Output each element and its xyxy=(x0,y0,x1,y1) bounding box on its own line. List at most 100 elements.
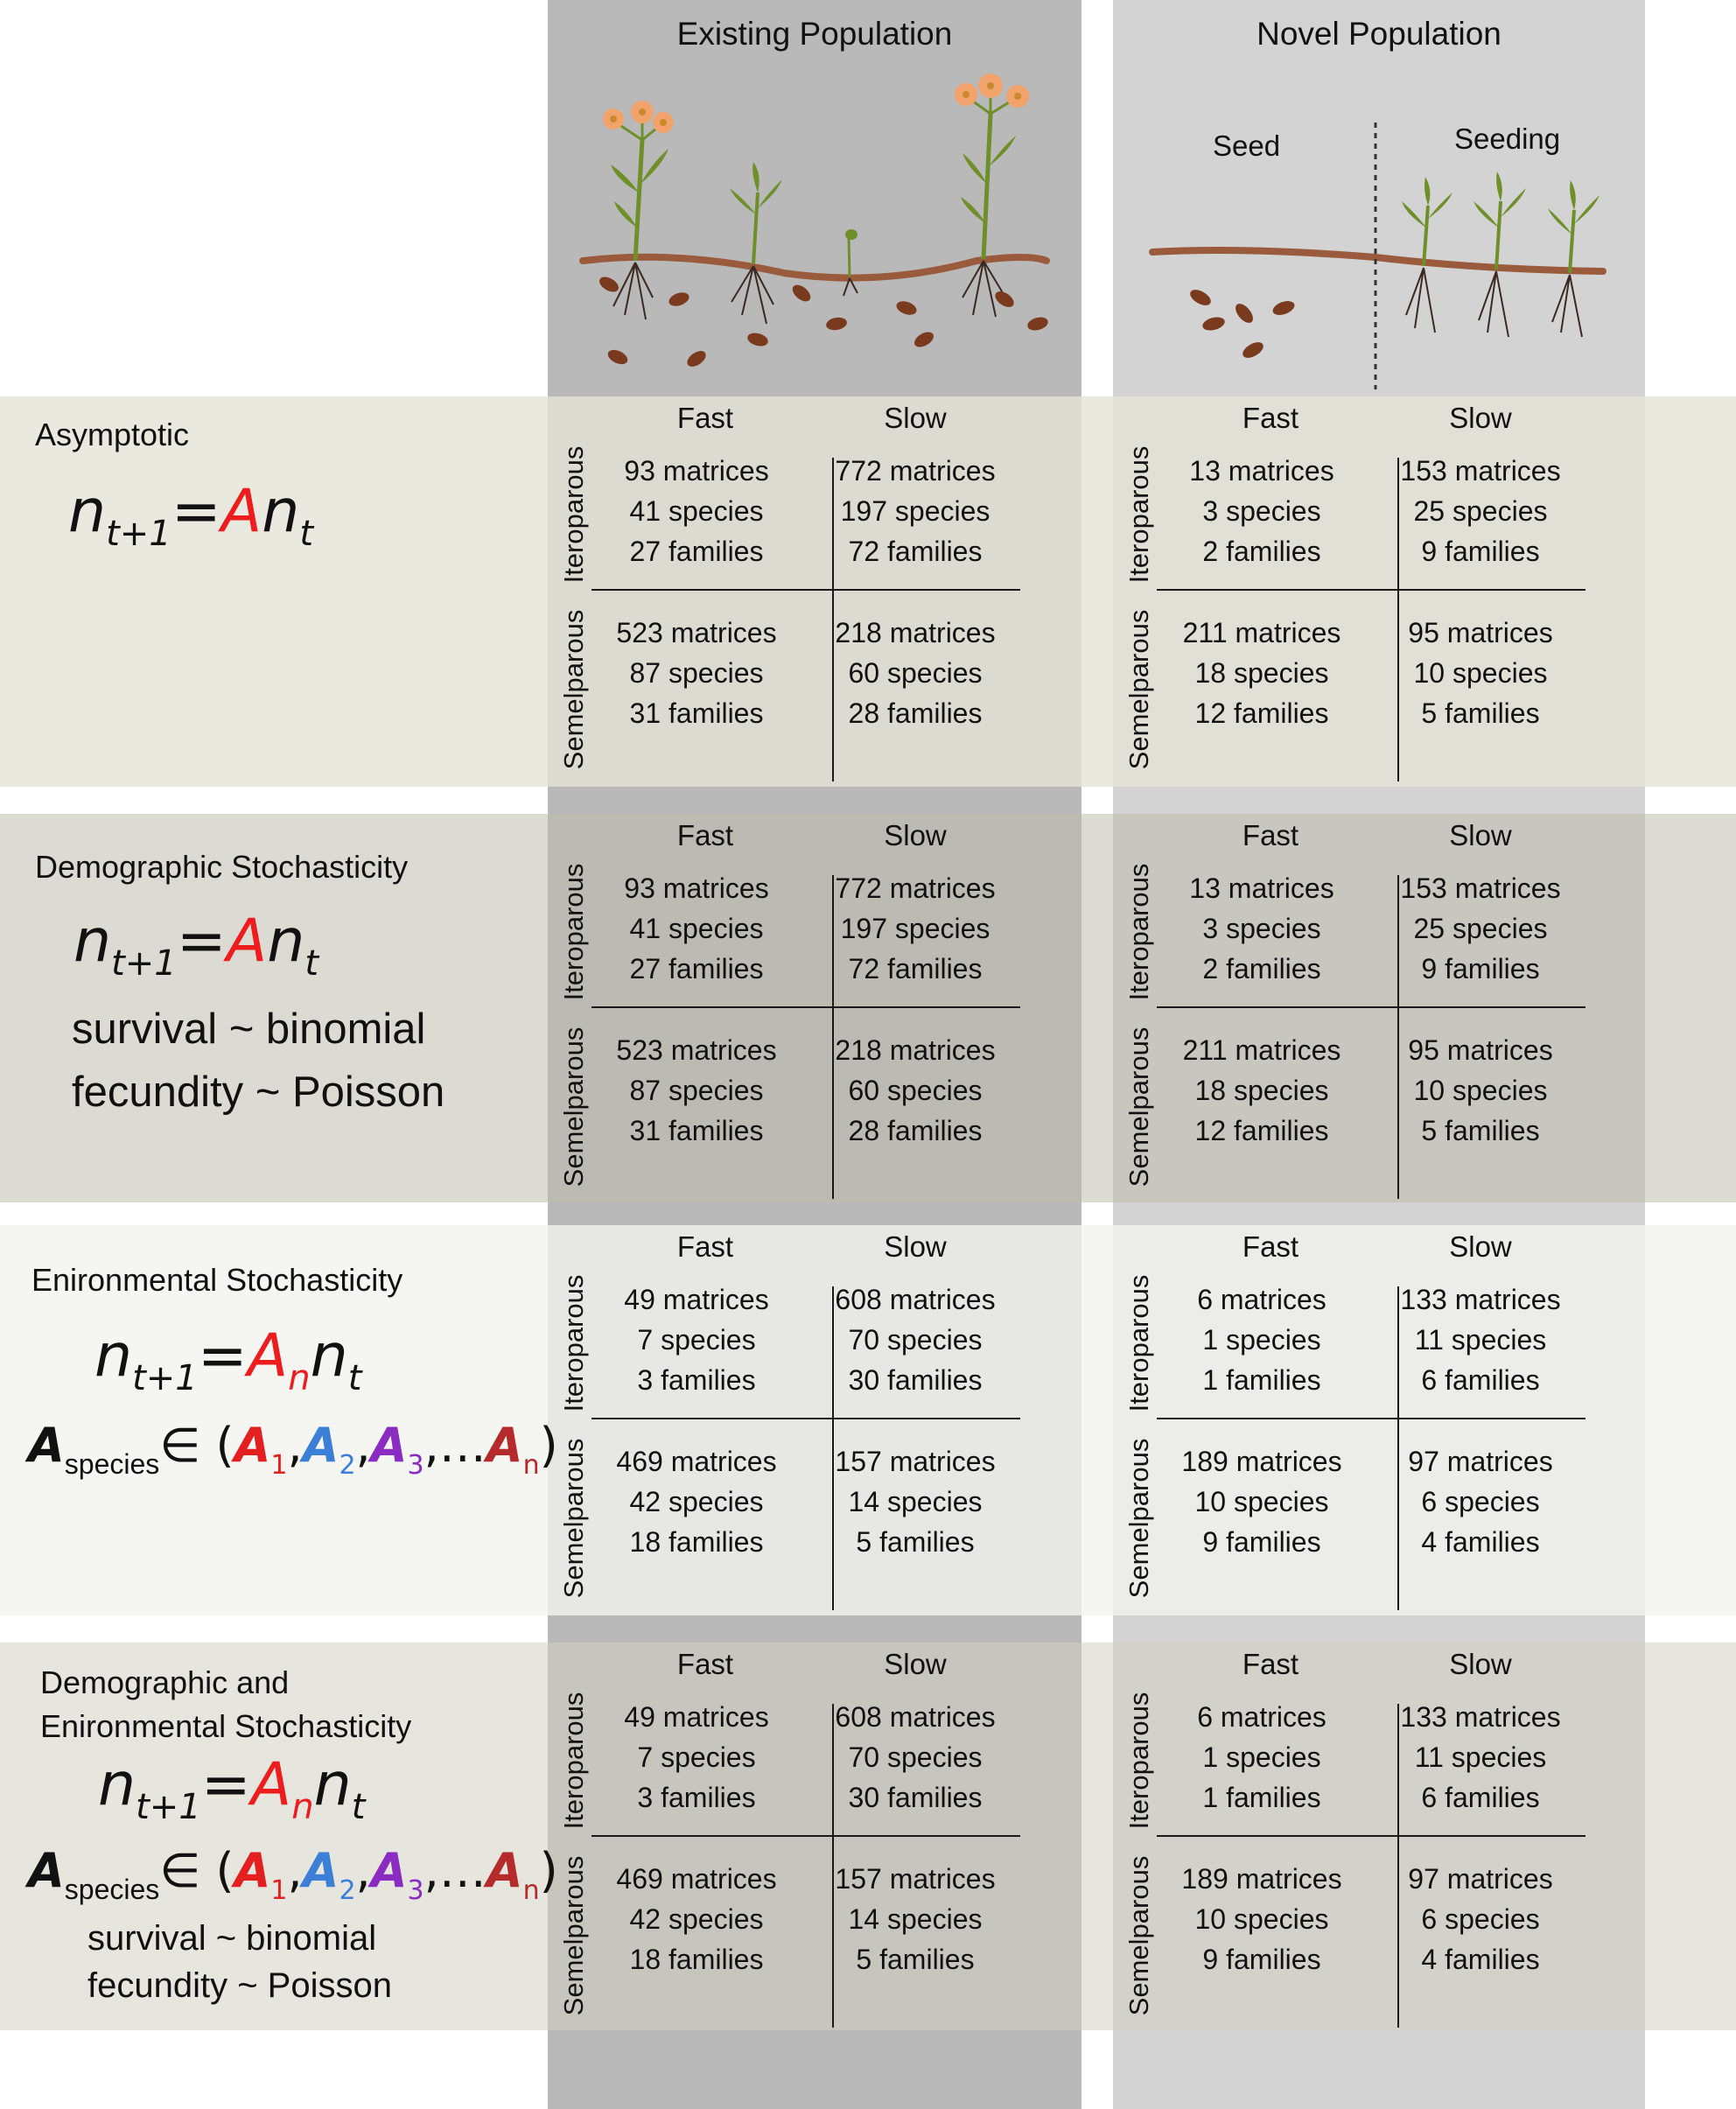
matrices-count: 95 matrices xyxy=(1408,1034,1553,1066)
slow-header: Slow xyxy=(1449,1230,1512,1263)
species-count: 10 species xyxy=(1194,1486,1329,1517)
grid-horizontal-divider xyxy=(1157,1418,1586,1419)
slow-header: Slow xyxy=(1449,1648,1512,1680)
species-count: 25 species xyxy=(1413,913,1548,944)
seedling-plants-icon xyxy=(1402,172,1600,338)
novel-population-illustration xyxy=(1149,123,1606,389)
matrices-count: 211 matrices xyxy=(1182,617,1341,648)
families-count: 2 families xyxy=(1202,953,1321,984)
matrices-count: 13 matrices xyxy=(1189,455,1334,487)
slow-header: Slow xyxy=(884,1230,947,1263)
families-count: 18 families xyxy=(629,1944,764,1975)
fast-header: Fast xyxy=(1242,819,1299,851)
species-set-environmental: Aspecies∈ (A1,A2,A3,…An) xyxy=(28,1418,558,1481)
families-count: 27 families xyxy=(629,953,764,984)
row-band-demographic xyxy=(0,814,1736,1202)
species-count: 1 species xyxy=(1202,1741,1321,1773)
matrices-count: 153 matrices xyxy=(1400,455,1561,487)
grid-horizontal-divider xyxy=(592,1835,1020,1837)
grid-vertical-divider xyxy=(1397,458,1399,781)
families-count: 9 families xyxy=(1202,1526,1321,1558)
grid-horizontal-divider xyxy=(1157,1835,1586,1837)
families-count: 5 families xyxy=(856,1944,975,1975)
fast-header: Fast xyxy=(1242,1648,1299,1680)
seeding-label: Seeding xyxy=(1454,123,1561,155)
fast-header: Fast xyxy=(1242,1230,1299,1263)
matrices-count: 97 matrices xyxy=(1408,1446,1553,1477)
scattered-seeds-icon xyxy=(599,277,1048,367)
species-count: 14 species xyxy=(848,1486,983,1517)
matrices-count: 157 matrices xyxy=(835,1446,996,1477)
grid-vertical-divider xyxy=(832,1286,834,1610)
fast-header: Fast xyxy=(1242,402,1299,434)
species-count: 11 species xyxy=(1414,1324,1547,1356)
species-count: 10 species xyxy=(1194,1903,1329,1935)
matrices-count: 49 matrices xyxy=(624,1284,769,1315)
formula-demographic: nt+1=Ant xyxy=(74,907,319,984)
matrices-count: 13 matrices xyxy=(1189,872,1334,904)
families-count: 5 families xyxy=(856,1526,975,1558)
matrices-count: 469 matrices xyxy=(616,1863,777,1895)
families-count: 72 families xyxy=(848,953,983,984)
matrices-count: 93 matrices xyxy=(624,455,769,487)
fast-header: Fast xyxy=(676,1648,734,1680)
families-count: 12 families xyxy=(1194,697,1329,729)
families-count: 72 families xyxy=(848,536,983,567)
matrices-count: 523 matrices xyxy=(616,617,777,648)
species-count: 14 species xyxy=(848,1903,983,1935)
species-count: 87 species xyxy=(629,657,764,689)
matrices-count: 93 matrices xyxy=(624,872,769,904)
formula-asymptotic: nt+1=Ant xyxy=(68,477,314,554)
slow-header: Slow xyxy=(884,819,947,851)
families-count: 27 families xyxy=(629,536,764,567)
matrices-count: 133 matrices xyxy=(1400,1701,1561,1733)
matrices-count: 218 matrices xyxy=(835,1034,996,1066)
species-count: 42 species xyxy=(629,1486,764,1517)
species-count: 6 species xyxy=(1421,1903,1540,1935)
matrices-count: 523 matrices xyxy=(616,1034,777,1066)
grid-horizontal-divider xyxy=(592,1418,1020,1419)
matrix-count-cell: 95 matrices 10 species 5 families xyxy=(1367,1030,1594,1151)
matrices-count: 157 matrices xyxy=(835,1863,996,1895)
formula-demographic-environmental: nt+1=Annt xyxy=(98,1750,366,1827)
families-count: 5 families xyxy=(1421,1115,1540,1146)
species-count: 10 species xyxy=(1413,1075,1548,1106)
grid-horizontal-divider xyxy=(592,589,1020,591)
families-count: 6 families xyxy=(1421,1364,1540,1396)
distribution-demographic-environmental: survival ~ binomial fecundity ~ Poisson xyxy=(88,1919,392,2005)
families-count: 1 families xyxy=(1202,1782,1321,1813)
seeds-icon xyxy=(1190,290,1295,358)
families-count: 18 families xyxy=(629,1526,764,1558)
matrices-count: 189 matrices xyxy=(1181,1446,1342,1477)
matrices-count: 189 matrices xyxy=(1181,1863,1342,1895)
species-count: 60 species xyxy=(848,657,983,689)
matrices-count: 133 matrices xyxy=(1400,1284,1561,1315)
grid-horizontal-divider xyxy=(1157,589,1586,591)
families-count: 12 families xyxy=(1194,1115,1329,1146)
formula-environmental: nt+1=Annt xyxy=(94,1321,362,1398)
fast-header: Fast xyxy=(676,819,734,851)
species-count: 70 species xyxy=(848,1741,983,1773)
families-count: 6 families xyxy=(1421,1782,1540,1813)
species-count: 41 species xyxy=(629,495,764,527)
grid-vertical-divider xyxy=(1397,1286,1399,1610)
matrices-count: 6 matrices xyxy=(1197,1284,1326,1315)
matrix-count-cell: 133 matrices 11 species 6 families xyxy=(1367,1279,1594,1400)
families-count: 3 families xyxy=(637,1782,756,1813)
matrices-count: 49 matrices xyxy=(624,1701,769,1733)
medium-plant-icon xyxy=(730,162,782,325)
existing-population-title: Existing Population xyxy=(676,16,953,52)
